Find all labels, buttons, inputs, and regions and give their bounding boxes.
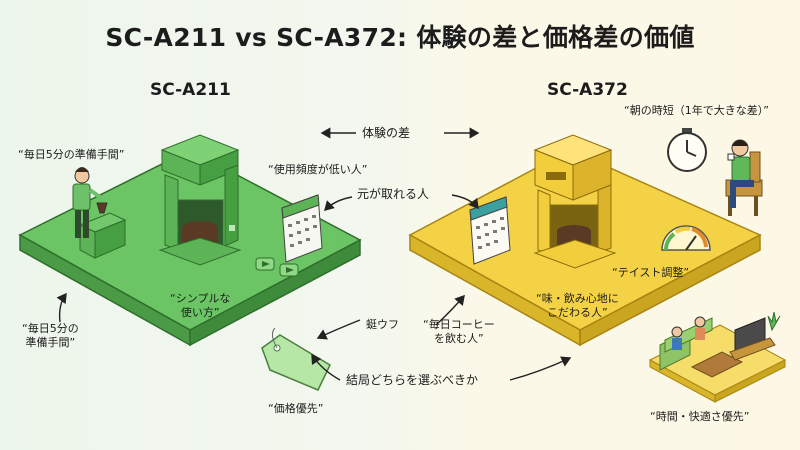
prep-time-top-label: “毎日5分の準備手間” [18,148,125,161]
time-comfort-priority-label: “時間・快適さ優先” [650,410,750,423]
page-title: SC-A211 vs SC-A372: 体験の差と価格差の価値 [105,23,695,52]
arrow-payback-left [324,196,353,211]
payback-user-label: 元が取れる人 [357,187,430,201]
experience-diff-label: 体験の差 [362,126,411,140]
prep-time-bottom-label: “毎日5分の 準備手間” [22,322,79,349]
calendar-right-icon [469,196,511,265]
arrow-payback-right [451,194,479,210]
price-tag-icon [261,327,331,391]
taste-gauge-icon [661,225,711,251]
left-model-label: SC-A211 [150,80,231,100]
coffee-maker-left-icon [158,134,242,266]
morning-time-label: “朝の時短（1年で大きな差）” [624,104,769,117]
which-to-choose-label: 結局どちらを選ぶべきか [346,373,479,387]
clock-icon [667,128,707,172]
person-pouring-icon [72,167,127,259]
living-room-icon [648,311,787,403]
arrow-prep [56,292,67,323]
simple-usage-label: “シンプルな 使い方” [170,292,231,319]
arrow-question-right [509,356,572,381]
coffee-maker-right-icon [533,134,617,269]
arrow-daily [435,294,465,326]
taste-particular-label: “味・飲み心地に こだわる人” [536,292,619,319]
daily-coffee-drinker-label: “毎日コーヒー を飲む人” [423,318,495,345]
calendar-left-icon [281,194,323,263]
control-buttons-icon [255,257,299,277]
fluff-label: 蜓ウフ [366,318,399,331]
low-frequency-user-label: “使用頻度が低い人” [268,163,368,176]
arrow-fluff [316,319,361,340]
right-model-label: SC-A372 [547,80,628,100]
arrow-question-left [311,353,341,381]
price-priority-label: “価格優先” [268,402,324,415]
taste-adjust-label: “テイスト調整” [612,266,690,279]
person-drinking-icon [725,139,763,216]
arrows [56,127,572,381]
